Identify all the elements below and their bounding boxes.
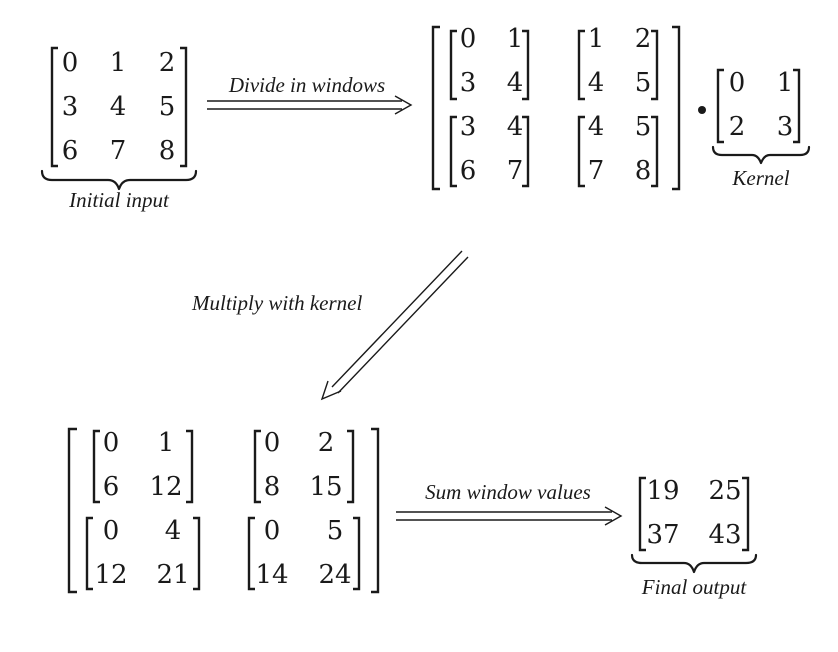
product-matrix: 0 5 14 24 <box>247 516 361 591</box>
initial-input-label: Initial input <box>68 188 170 212</box>
outer-right-bracket <box>672 25 681 191</box>
cell: 7 <box>507 156 524 186</box>
cell: 3 <box>777 112 794 142</box>
cell: 0 <box>264 516 281 546</box>
cell: 1 <box>507 24 524 54</box>
underbrace <box>630 553 758 574</box>
right-bracket <box>793 68 801 144</box>
cell: 4 <box>507 68 524 98</box>
cell: 4 <box>165 516 182 546</box>
double-arrow-shaft <box>396 511 612 521</box>
cell: 1 <box>588 24 605 54</box>
kernel-matrix: 0 1 2 3 Kernel <box>711 68 811 190</box>
window-matrix: 0 1 3 4 <box>449 24 530 101</box>
cell: 5 <box>635 68 652 98</box>
underbrace <box>711 145 811 165</box>
cell: 2 <box>635 24 652 54</box>
cell: 0 <box>729 68 746 98</box>
double-arrow-shaft <box>207 100 402 110</box>
left-bracket <box>50 46 58 168</box>
divide-arrow: Divide in windows <box>207 73 413 115</box>
cell: 4 <box>588 112 605 142</box>
right-bracket <box>742 476 750 552</box>
cell: 0 <box>103 516 120 546</box>
cell: 0 <box>62 48 79 78</box>
cell: 1 <box>110 48 127 78</box>
cell: 5 <box>327 516 344 546</box>
product-matrix: 0 4 12 21 <box>85 516 201 591</box>
divide-arrow-label: Divide in windows <box>228 73 385 97</box>
cell: 6 <box>460 156 477 186</box>
cell: 4 <box>110 92 127 122</box>
cell: 8 <box>159 136 176 166</box>
products-block: 0 1 6 12 0 2 8 15 0 4 12 21 0 5 <box>67 427 380 594</box>
left-bracket <box>638 476 646 552</box>
kernel-label: Kernel <box>731 166 789 190</box>
cell: 43 <box>708 520 741 550</box>
cell: 2 <box>729 112 746 142</box>
cell: 8 <box>635 156 652 186</box>
cell: 12 <box>94 560 127 590</box>
cell: 24 <box>318 560 351 590</box>
cell: 4 <box>507 112 524 142</box>
cell: 37 <box>646 520 679 550</box>
cell: 25 <box>708 476 741 506</box>
cell: 12 <box>149 472 182 502</box>
cell: 0 <box>264 428 281 458</box>
final-output-label: Final output <box>641 575 748 599</box>
cell: 0 <box>103 428 120 458</box>
dot-operator-icon <box>698 106 706 114</box>
outer-left-bracket <box>67 427 77 594</box>
cell: 15 <box>309 472 342 502</box>
left-bracket <box>716 68 724 144</box>
underbrace <box>40 169 198 191</box>
outer-left-bracket <box>431 25 440 191</box>
multiply-arrow: Multiply with kernel <box>191 250 469 401</box>
windows-block: 0 1 3 4 1 2 4 5 3 4 6 7 4 5 7 <box>431 24 681 191</box>
window-matrix: 1 2 4 5 <box>577 24 659 101</box>
cell: 7 <box>110 136 127 166</box>
cell: 21 <box>156 560 189 590</box>
initial-input-matrix: 0 1 2 3 4 5 6 7 8 Initial input <box>40 46 198 212</box>
cell: 3 <box>62 92 79 122</box>
double-arrow-head <box>394 95 413 115</box>
product-matrix: 0 1 6 12 <box>92 428 194 504</box>
cell: 5 <box>635 112 652 142</box>
multiply-arrow-label: Multiply with kernel <box>191 291 362 315</box>
cell: 0 <box>460 24 477 54</box>
window-matrix: 4 5 7 8 <box>577 112 659 188</box>
final-output-matrix: 19 25 37 43 Final output <box>630 476 758 599</box>
right-bracket <box>180 46 188 168</box>
cell: 4 <box>588 68 605 98</box>
sum-arrow: Sum window values <box>396 480 623 526</box>
cell: 8 <box>264 472 281 502</box>
window-matrix: 3 4 6 7 <box>449 112 530 188</box>
cell: 7 <box>588 156 605 186</box>
cell: 1 <box>158 428 175 458</box>
cell: 1 <box>777 68 794 98</box>
cell: 3 <box>460 112 477 142</box>
cell: 19 <box>646 476 679 506</box>
cell: 14 <box>255 560 288 590</box>
cell: 6 <box>103 472 120 502</box>
cell: 6 <box>62 136 79 166</box>
double-arrow-shaft <box>331 250 469 394</box>
outer-right-bracket <box>371 427 380 594</box>
cell: 2 <box>159 48 176 78</box>
sum-arrow-label: Sum window values <box>425 480 591 504</box>
double-arrow-head <box>320 380 342 401</box>
double-arrow-head <box>604 506 623 526</box>
cell: 2 <box>318 428 335 458</box>
product-matrix: 0 2 8 15 <box>253 428 355 504</box>
cell: 3 <box>460 68 477 98</box>
cell: 5 <box>159 92 176 122</box>
